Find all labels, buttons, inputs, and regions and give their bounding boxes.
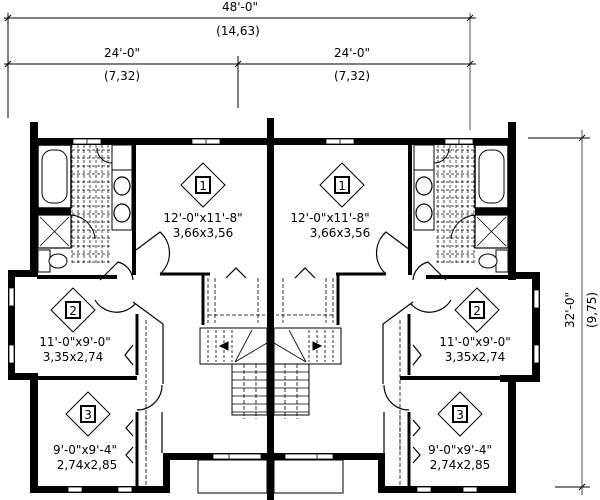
front-porch [197, 459, 344, 494]
room-3-left-dim-imperial: 9'-0"x9'-4" [53, 443, 117, 457]
room-tag-left-3: 3 [65, 391, 111, 437]
room-3-right-dim-metric: 2,74x2,85 [430, 458, 491, 472]
left-width-metric: (7,32) [104, 69, 140, 83]
overall-depth-metric: (9,75) [585, 292, 599, 328]
overall-width-imperial: 48'-0" [222, 0, 258, 14]
room-tag-left-1: 1 [180, 162, 226, 208]
room-tag-right-1: 1 [319, 162, 365, 208]
dimension-lines-right [528, 130, 590, 495]
overall-depth-imperial: 32'-0" [563, 292, 577, 328]
room-number: 3 [456, 408, 464, 422]
bathroom-left [37, 144, 133, 273]
stairs-left [199, 267, 268, 419]
left-width-imperial: 24'-0" [104, 46, 140, 60]
bathroom-right [413, 144, 509, 273]
room-1-right-dim-imperial: 12'-0"x11'-8" [290, 211, 369, 225]
doors-right [336, 231, 452, 486]
room-tag-right-2: 2 [454, 287, 500, 333]
right-width-imperial: 24'-0" [334, 46, 370, 60]
room-2-left-dim-metric: 3,35x2,74 [43, 350, 104, 364]
doors-left [94, 231, 210, 486]
room-2-right-dim-metric: 3,35x2,74 [445, 350, 506, 364]
dimension-lines [4, 13, 476, 130]
room-2-left-dim-imperial: 11'-0"x9'-0" [39, 335, 111, 349]
room-1-left-dim-metric: 3,66x3,56 [173, 226, 234, 240]
room-3-right-dim-imperial: 9'-0"x9'-4" [428, 443, 492, 457]
room-number: 1 [338, 179, 346, 193]
room-1-right-dim-metric: 3,66x3,56 [310, 226, 371, 240]
overall-width-metric: (14,63) [216, 24, 260, 38]
windows [8, 138, 540, 493]
room-number: 2 [69, 304, 77, 318]
room-2-right-dim-imperial: 11'-0"x9'-0" [439, 335, 511, 349]
room-number: 1 [199, 179, 207, 193]
stairs-right [273, 267, 342, 419]
room-3-left-dim-metric: 2,74x2,85 [57, 458, 118, 472]
room-tag-right-3: 3 [437, 391, 483, 437]
room-number: 2 [473, 304, 481, 318]
right-width-metric: (7,32) [334, 69, 370, 83]
room-number: 3 [84, 408, 92, 422]
room-tag-left-2: 2 [50, 287, 96, 333]
room-1-left-dim-imperial: 12'-0"x11'-8" [163, 211, 242, 225]
